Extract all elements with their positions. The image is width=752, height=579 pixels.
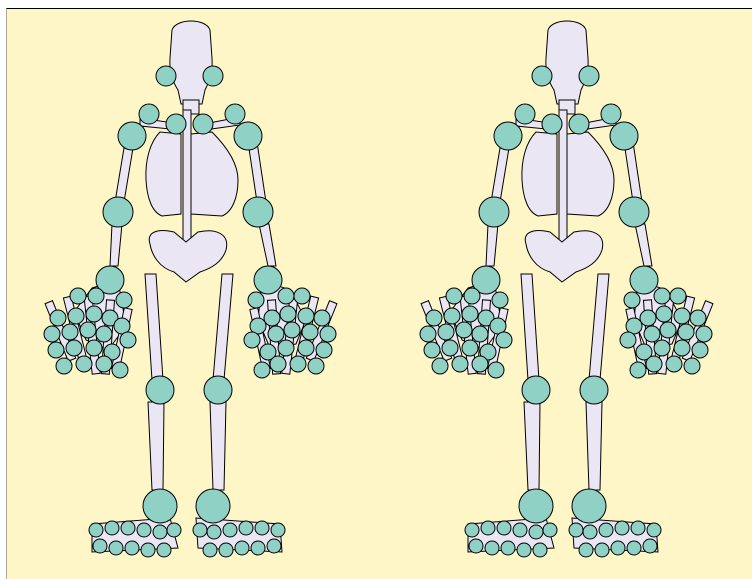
diagram-canvas xyxy=(0,0,752,579)
skeleton-pair-figure xyxy=(0,0,752,579)
